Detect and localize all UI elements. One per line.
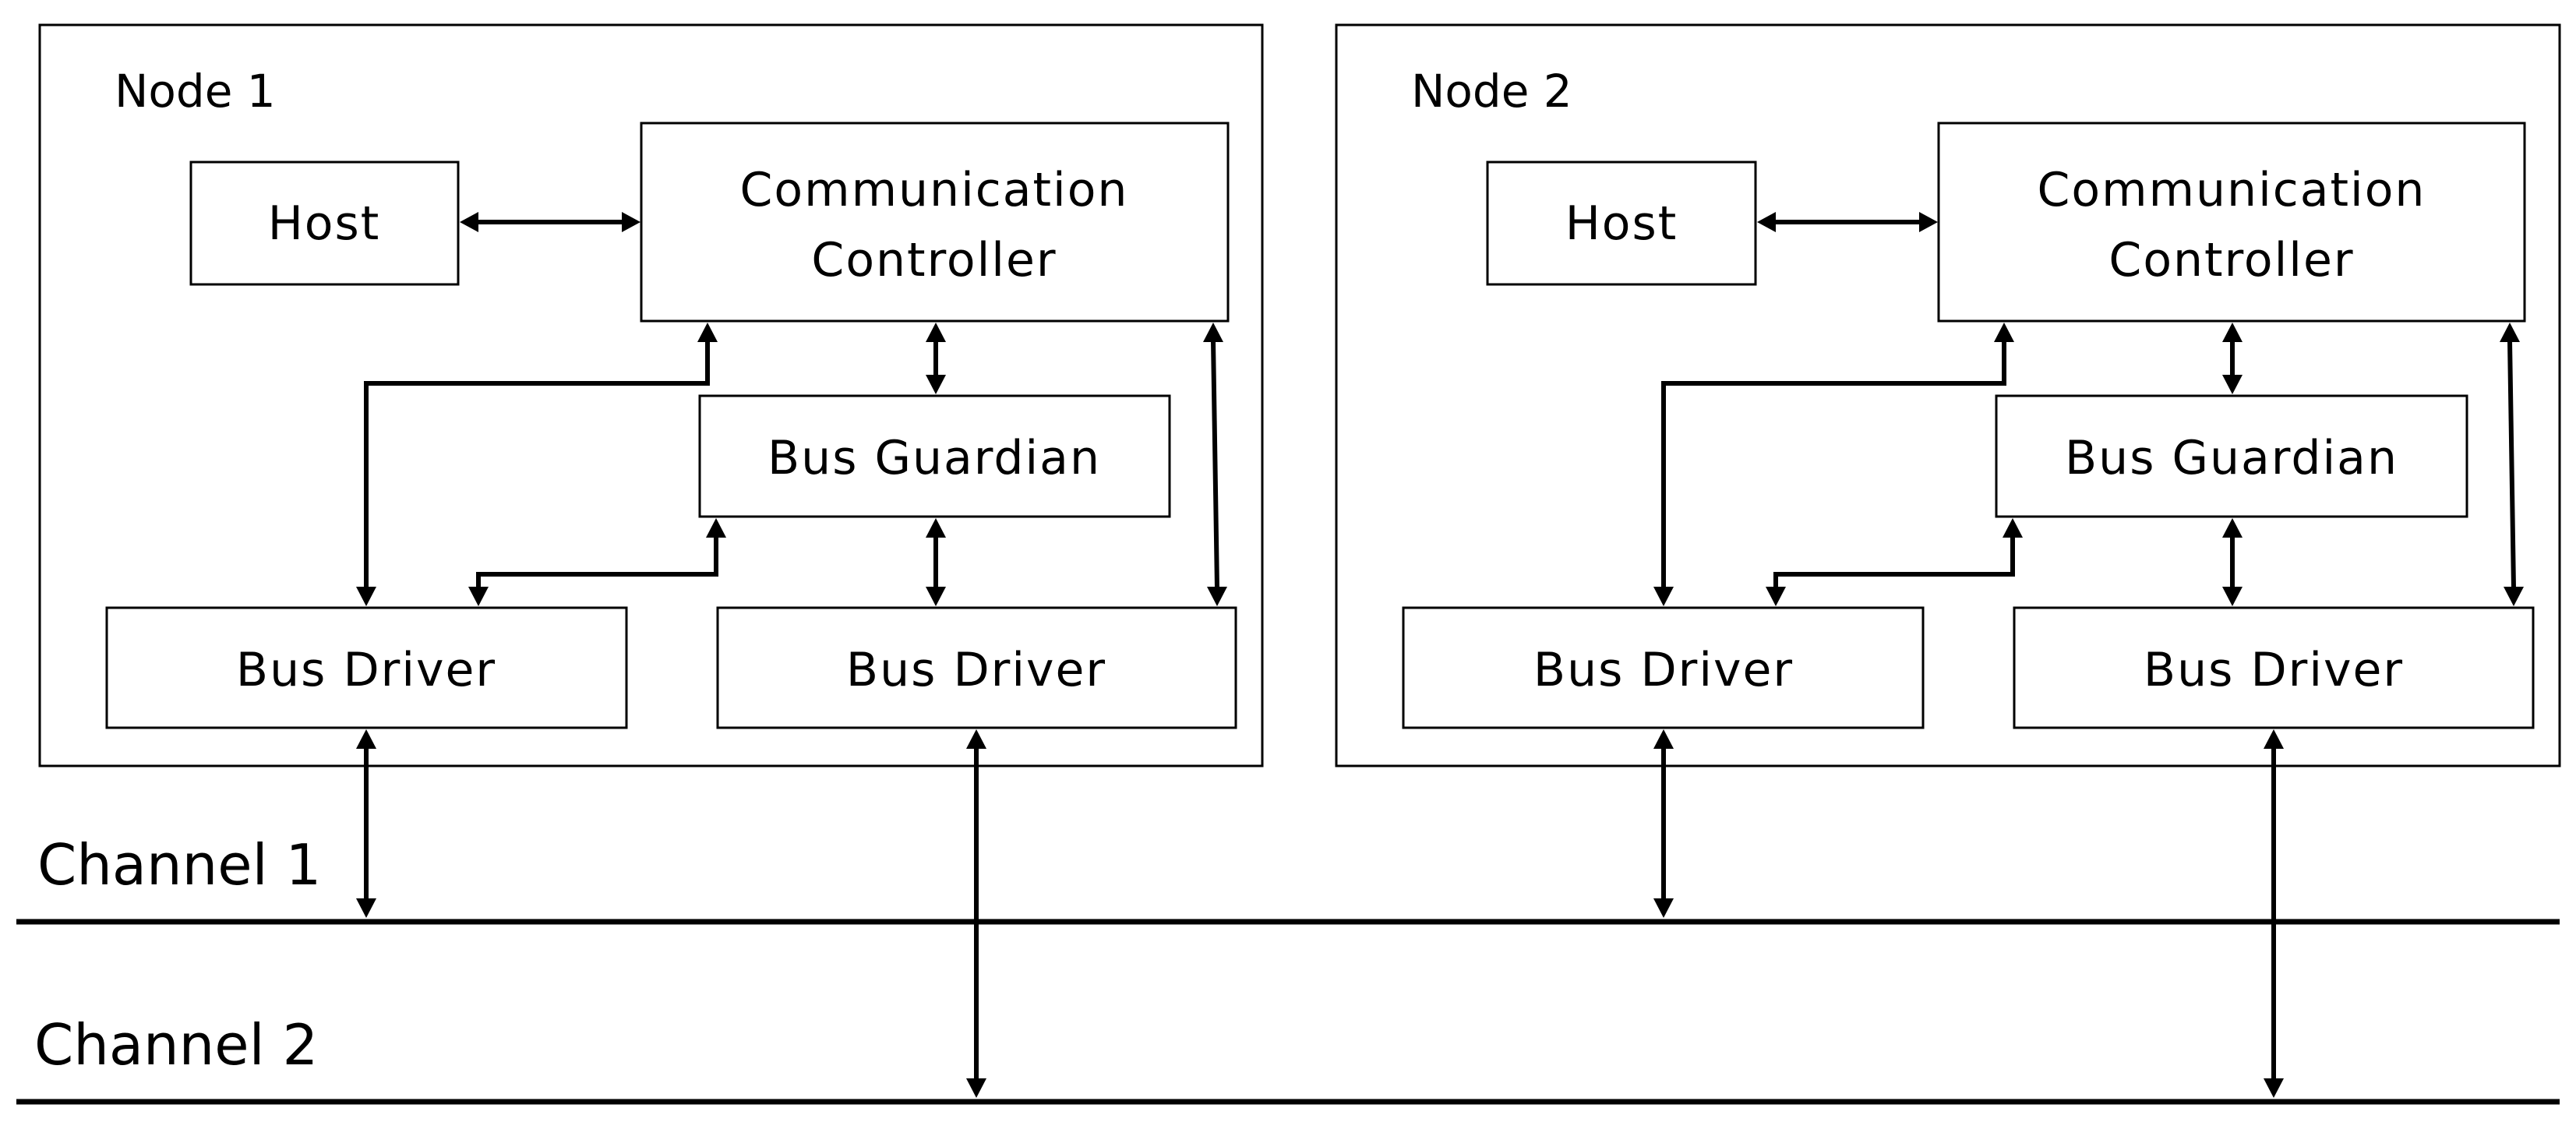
node-2-bus-guardian-box	[1995, 394, 2468, 518]
node-2-bus-driver-b-label: Bus Driver	[2144, 643, 2404, 697]
node-1-bus-driver-b-box	[716, 606, 1237, 729]
node-2-controller-driver-a-arrow	[1653, 323, 2014, 606]
node-2-guardian-driver-a-arrow	[1766, 518, 2023, 606]
node-2-bus-driver-a-label: Bus Driver	[1533, 643, 1794, 697]
node-1-host-controller-arrow	[460, 212, 640, 232]
node-1-driver-b-channel-2-arrow	[966, 729, 986, 1098]
node-1-bus-driver-a-box	[105, 606, 628, 729]
node-1-communication-controller-box	[640, 122, 1230, 323]
node-2-host-label: Host	[1565, 196, 1678, 251]
node-2-controller-driver-b-arrow	[2500, 323, 2524, 606]
node-2-driver-b-channel-2-arrow	[2264, 729, 2284, 1098]
node-1-guardian-driver-a-arrow	[468, 518, 726, 606]
node-2-title: Node 2	[1411, 65, 1572, 118]
node-1-bus-driver-b-label: Bus Driver	[846, 643, 1106, 697]
node-2-host-box	[1486, 161, 1757, 286]
node-1-controller-label-line-2: Controller	[811, 233, 1057, 288]
node-1-controller-label-line-1: Communication	[740, 163, 1129, 217]
node-1-driver-a-channel-1-arrow	[356, 729, 376, 918]
node-1-controller-guardian-arrow	[926, 323, 946, 394]
node-2-bus-guardian-label: Bus Guardian	[2065, 431, 2398, 485]
node-1-controller-driver-a-arrow	[356, 323, 718, 606]
node-2-bus-driver-a-box	[1402, 606, 1925, 729]
node-1-title: Node 1	[115, 65, 276, 118]
node-1-bus-driver-a-label: Bus Driver	[236, 643, 496, 697]
node-1-bus-guardian-label: Bus Guardian	[768, 431, 1101, 485]
node-2-host-controller-arrow	[1757, 212, 1938, 232]
node-2-guardian-driver-b-arrow	[2222, 518, 2243, 606]
node-1-host-box	[189, 161, 460, 286]
node-2-driver-a-channel-1-arrow	[1653, 729, 1674, 918]
node-1-guardian-driver-b-arrow	[926, 518, 946, 606]
node-1-bus-guardian-box	[698, 394, 1171, 518]
channel-2-label: Channel 2	[34, 1012, 318, 1078]
node-1-host-label: Host	[268, 196, 381, 251]
node-1: Node 1 Host Communication Controller Bus…	[38, 23, 1264, 1098]
node-2-communication-controller-box	[1937, 122, 2526, 323]
node-2-controller-guardian-arrow	[2222, 323, 2243, 394]
node-2-controller-label-line-1: Communication	[2038, 163, 2426, 217]
node-2-controller-label-line-2: Controller	[2108, 233, 2354, 288]
node-1-controller-driver-b-arrow	[1203, 323, 1227, 606]
node-2-bus-driver-b-box	[2013, 606, 2535, 729]
node-2: Node 2 Host Communication Controller Bus…	[1335, 23, 2561, 1098]
channel-1-label: Channel 1	[37, 832, 321, 898]
